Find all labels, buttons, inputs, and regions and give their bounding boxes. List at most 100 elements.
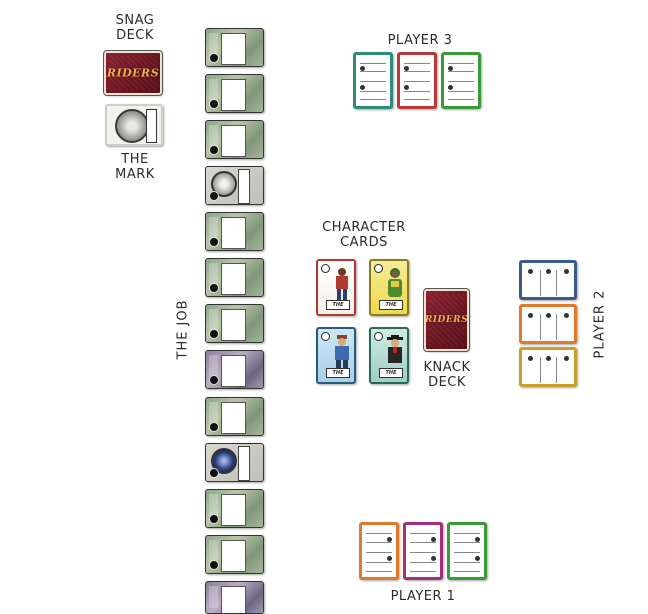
knack-deck[interactable]: RIDERS	[423, 288, 470, 352]
job-card[interactable]	[205, 212, 264, 251]
character-cards-label-line2: CARDS	[340, 235, 388, 250]
card-window	[221, 355, 246, 387]
card-art	[209, 125, 218, 147]
card-window	[221, 263, 246, 295]
card-text-line	[404, 71, 430, 72]
knack-deck-label-line2: DECK	[428, 375, 466, 390]
card-symbol-icon	[546, 269, 551, 274]
player1-card[interactable]	[403, 522, 443, 580]
character-card-gunslinger[interactable]: THE GUNSLINGER	[316, 259, 356, 316]
card-text-line	[404, 63, 430, 64]
card-back-pattern	[109, 56, 157, 90]
snag-deck-label: SNAG DECK	[105, 13, 165, 43]
card-text-line	[360, 71, 386, 72]
job-card[interactable]	[205, 304, 264, 343]
card-pip-icon	[209, 283, 219, 293]
card-symbol-icon	[431, 556, 436, 561]
gear-icon	[321, 332, 330, 341]
player3-card[interactable]	[397, 52, 437, 109]
player1-label: PLAYER 1	[390, 589, 456, 604]
card-text-line	[448, 63, 474, 64]
character-name: THE FACE	[379, 300, 403, 310]
player2-card[interactable]	[519, 304, 577, 344]
card-text-line	[540, 270, 541, 296]
card-art	[209, 494, 218, 516]
player2-label: PLAYER 2	[592, 289, 608, 359]
card-text-line	[366, 533, 392, 534]
card-art	[209, 402, 218, 424]
card-text-line	[556, 270, 557, 296]
deck-logo: RIDERS	[106, 66, 160, 80]
card-text-line	[540, 357, 541, 383]
card-text-line	[410, 542, 436, 543]
card-pip-icon	[209, 514, 219, 524]
job-card[interactable]	[205, 489, 264, 528]
job-card[interactable]	[205, 120, 264, 159]
the-mark-card[interactable]	[105, 104, 163, 146]
card-pip-icon	[209, 145, 219, 155]
card-pip-icon	[209, 191, 219, 201]
job-card[interactable]	[205, 28, 264, 67]
player2-card[interactable]	[519, 260, 577, 300]
card-window	[221, 402, 246, 434]
card-symbol-icon	[448, 85, 453, 90]
the-mark-label-line1: THE	[121, 152, 149, 167]
knack-deck-label-line1: KNACK	[423, 360, 471, 375]
knack-deck-label: KNACK DECK	[412, 360, 482, 390]
card-pip-icon	[209, 422, 219, 432]
card-pip-icon	[209, 99, 219, 109]
card-art	[209, 309, 218, 331]
card-text-line	[404, 81, 430, 82]
snag-deck-label-line2: DECK	[116, 28, 154, 43]
player1-card[interactable]	[447, 522, 487, 580]
snag-deck-label-line1: SNAG	[115, 13, 155, 28]
job-card-special[interactable]	[205, 166, 264, 205]
card-window	[221, 79, 246, 111]
card-symbol-icon	[564, 269, 569, 274]
card-pip-icon	[209, 53, 219, 63]
job-card[interactable]	[205, 581, 264, 614]
card-symbol-icon	[448, 66, 453, 71]
card-art	[209, 33, 218, 55]
card-text-line	[360, 99, 386, 100]
character-card-tinkerer[interactable]: THE TINKERER	[316, 327, 356, 384]
card-text-line	[360, 81, 386, 82]
player3-card[interactable]	[441, 52, 481, 109]
job-card[interactable]	[205, 535, 264, 574]
job-card[interactable]	[205, 397, 264, 436]
card-art	[209, 586, 218, 608]
card-text-line	[404, 91, 430, 92]
player3-card[interactable]	[353, 52, 393, 109]
character-card-rascal[interactable]: THE RASCAL	[369, 327, 409, 384]
character-card-face[interactable]: THE FACE	[369, 259, 409, 316]
card-symbol-icon	[404, 66, 409, 71]
mask-icon	[374, 264, 383, 273]
player1-card[interactable]	[359, 522, 399, 580]
card-pip-icon	[209, 468, 219, 478]
card-text-line	[540, 314, 541, 340]
card-pip-icon	[209, 237, 219, 247]
card-text-line	[366, 562, 392, 563]
card-text-line	[360, 63, 386, 64]
card-symbol-icon	[564, 313, 569, 318]
card-text-line	[366, 542, 392, 543]
gun-icon	[321, 264, 330, 273]
the-job-label: THE JOB	[175, 299, 191, 360]
card-symbol-icon	[528, 269, 533, 274]
card-symbol-icon	[546, 313, 551, 318]
job-card-special[interactable]	[205, 443, 264, 482]
job-card[interactable]	[205, 74, 264, 113]
job-card[interactable]	[205, 258, 264, 297]
card-text-line	[448, 99, 474, 100]
card-symbol-icon	[360, 85, 365, 90]
card-window	[221, 217, 246, 249]
card-symbol-icon	[564, 356, 569, 361]
mark-portrait-icon	[115, 109, 149, 143]
card-symbol-icon	[360, 66, 365, 71]
player2-card[interactable]	[519, 347, 577, 387]
snag-deck[interactable]: RIDERS	[103, 50, 163, 96]
card-text-line	[556, 357, 557, 383]
job-card[interactable]	[205, 350, 264, 389]
card-symbol-icon	[475, 537, 480, 542]
card-text-line	[454, 542, 480, 543]
